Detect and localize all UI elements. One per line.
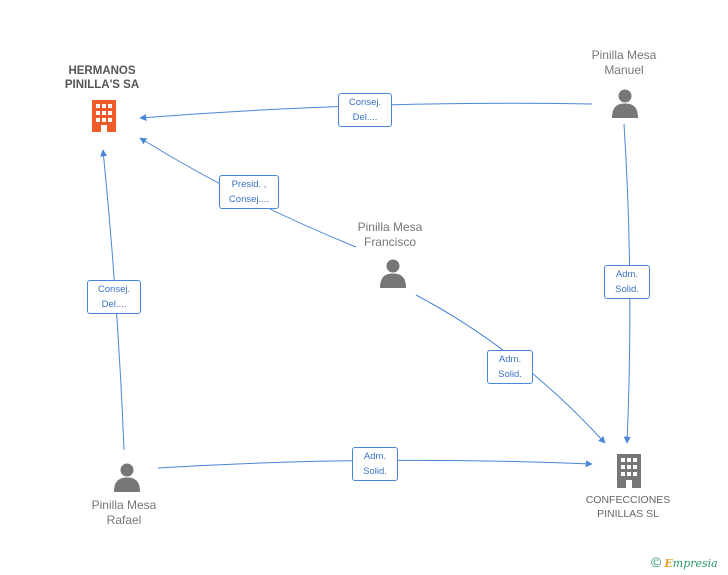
node-name-line1: CONFECCIONES — [585, 494, 671, 506]
edge-role-line1: Adm. — [498, 354, 522, 365]
node-label-francisco[interactable]: Pinilla Mesa Francisco — [340, 220, 440, 250]
edge-role-line1: Presid. , — [231, 179, 267, 190]
edge-role-line2: Del.... — [352, 112, 378, 123]
edge-role-line1: Consej. — [97, 284, 131, 295]
node-label-rafael[interactable]: Pinilla Mesa Rafael — [74, 498, 174, 528]
building-icon[interactable] — [88, 98, 120, 132]
edge-role-line2: Consej.... — [228, 194, 270, 205]
node-name-line1: HERMANOS — [68, 65, 136, 77]
edge-role-line2: Solid. — [363, 466, 387, 477]
node-name-line2: Francisco — [363, 235, 416, 249]
node-label-confecciones[interactable]: CONFECCIONES PINILLAS SL — [572, 493, 684, 521]
node-label-manuel[interactable]: Pinilla Mesa Manuel — [574, 48, 674, 78]
node-name-line2: Rafael — [106, 513, 142, 527]
edge-label-rafael-confecciones[interactable]: Adm. Solid. — [352, 447, 398, 481]
building-icon[interactable] — [613, 452, 645, 488]
node-name-line1: Pinilla Mesa — [591, 48, 657, 62]
edge-label-manuel-hermanos[interactable]: Consej. Del.... — [338, 93, 392, 127]
edge-role-line2: Solid. — [615, 284, 639, 295]
edge-role-line2: Solid. — [498, 369, 522, 380]
empresia-logo: © Empresia — [651, 554, 718, 570]
brand-name: Empresia — [664, 557, 717, 570]
person-icon[interactable] — [379, 258, 407, 288]
copyright-symbol: © — [651, 554, 662, 570]
edge-label-francisco-confecciones[interactable]: Adm. Solid. — [487, 350, 533, 384]
node-label-hermanos[interactable]: HERMANOS PINILLA'S SA — [50, 64, 154, 92]
node-name-line2: Manuel — [604, 63, 644, 77]
edge-role-line1: Adm. — [363, 451, 387, 462]
node-name-line2: PINILLA'S SA — [64, 79, 140, 91]
edge-role-line2: Del.... — [101, 299, 127, 310]
edge-label-francisco-hermanos[interactable]: Presid. , Consej.... — [219, 175, 279, 209]
node-name-line1: Pinilla Mesa — [357, 220, 423, 234]
edge-role-line1: Consej. — [348, 97, 382, 108]
edge-label-manuel-confecciones[interactable]: Adm. Solid. — [604, 265, 650, 299]
edge-role-line1: Adm. — [615, 269, 639, 280]
edge-label-rafael-hermanos[interactable]: Consej. Del.... — [87, 280, 141, 314]
brand-rest: mpresia — [672, 557, 718, 570]
node-name-line2: PINILLAS SL — [597, 508, 659, 520]
node-name-line1: Pinilla Mesa — [91, 498, 157, 512]
brand-initial: E — [664, 557, 673, 570]
person-icon[interactable] — [611, 88, 639, 118]
person-icon[interactable] — [113, 462, 141, 492]
